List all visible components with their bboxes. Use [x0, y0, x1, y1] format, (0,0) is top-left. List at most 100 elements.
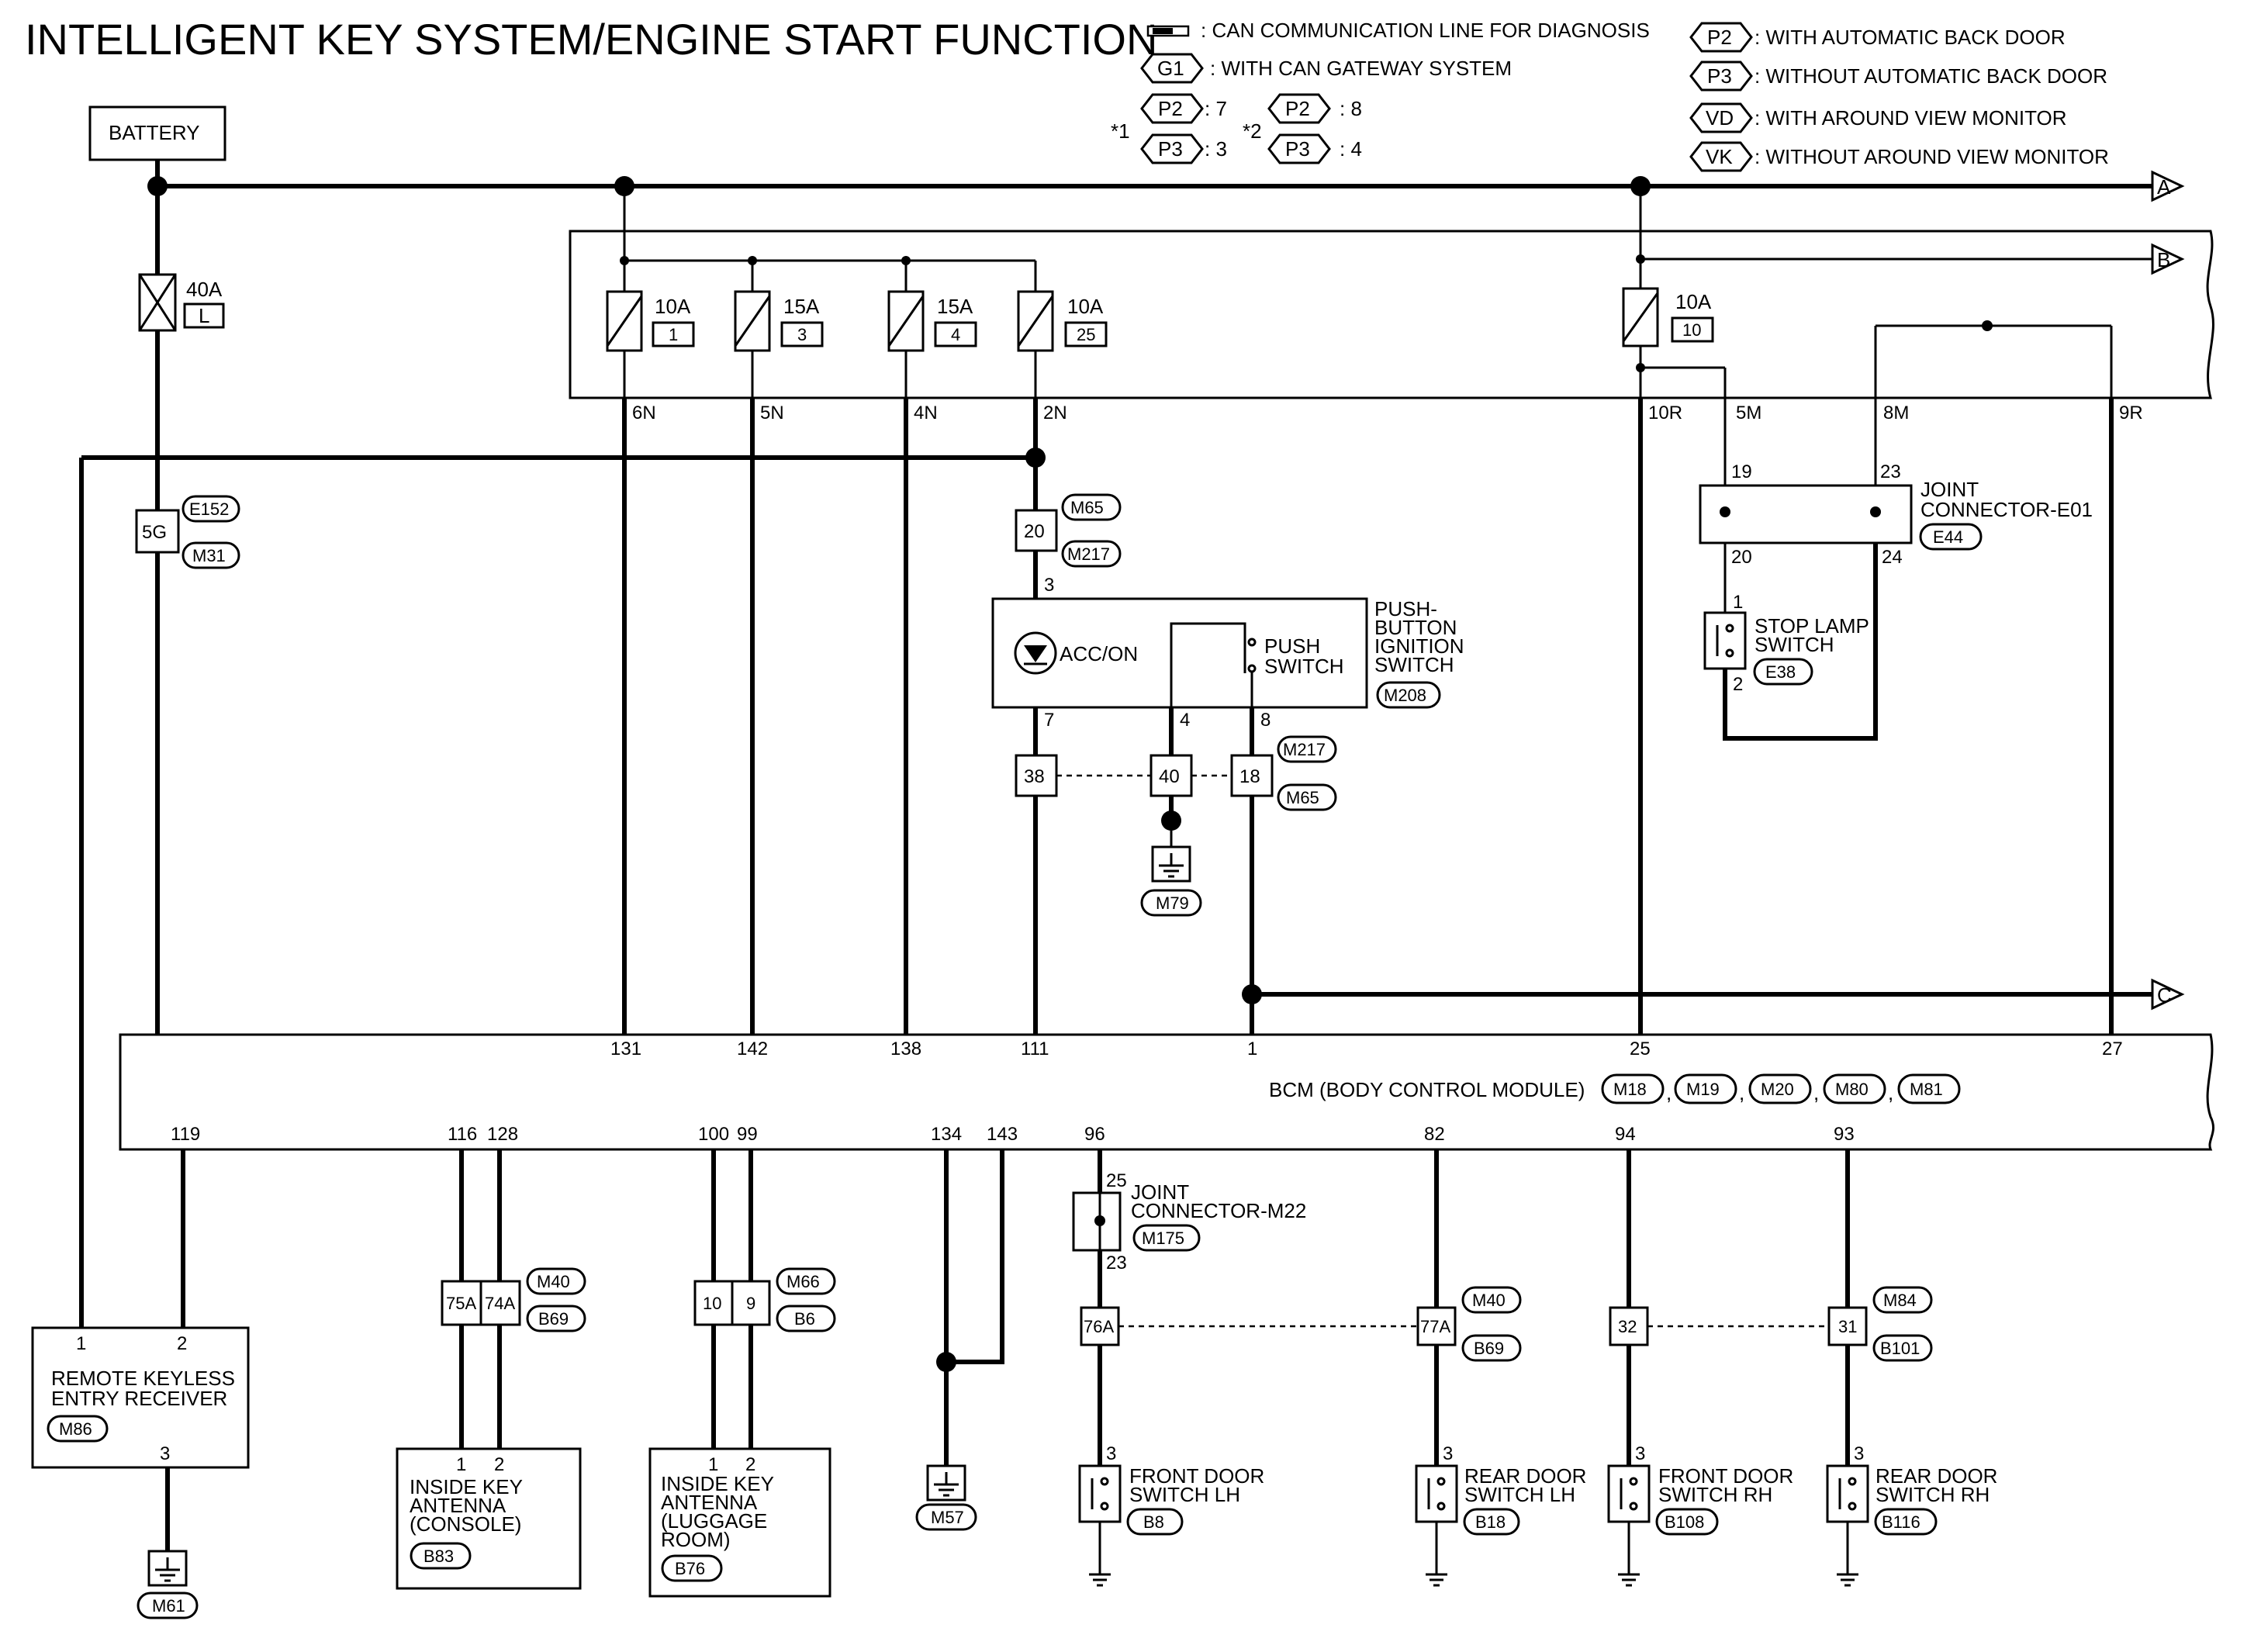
connector-m86-tag	[47, 1415, 109, 1443]
svg-text:: 7: : 7	[1205, 97, 1227, 120]
svg-text:M65: M65	[1070, 498, 1104, 517]
svg-text:3: 3	[1044, 575, 1054, 596]
svg-text:94: 94	[1615, 1124, 1636, 1145]
arrow-b	[2151, 243, 2185, 275]
connector-5g	[135, 509, 180, 554]
svg-text:M57: M57	[931, 1508, 964, 1527]
svg-text:REMOTE KEYLESS: REMOTE KEYLESS	[51, 1367, 235, 1390]
connector-74a	[479, 1280, 521, 1326]
svg-text:24: 24	[1882, 547, 1903, 568]
legend-tag-vd	[1689, 102, 1753, 133]
svg-text:M66: M66	[787, 1272, 820, 1291]
svg-text:99: 99	[737, 1124, 758, 1145]
svg-text:SWITCH: SWITCH	[1264, 655, 1344, 678]
ground-m61-tag	[137, 1592, 199, 1619]
svg-text:REAR DOOR: REAR DOOR	[1876, 1464, 1997, 1488]
svg-text:3: 3	[1854, 1443, 1864, 1464]
svg-text:25: 25	[1630, 1039, 1651, 1059]
ground-m79-tag	[1140, 889, 1202, 917]
stop-lamp-switch	[1703, 611, 1747, 670]
svg-text:INSIDE KEY: INSIDE KEY	[410, 1475, 523, 1498]
svg-text:1: 1	[708, 1454, 718, 1475]
svg-text:ROOM): ROOM)	[661, 1528, 731, 1551]
svg-text:1: 1	[76, 1333, 86, 1354]
svg-text:2: 2	[745, 1454, 755, 1475]
svg-text:1: 1	[1733, 592, 1743, 613]
connector-m31-tag	[182, 541, 240, 569]
connector-b8-tag	[1126, 1508, 1184, 1536]
legend-tag-g1	[1140, 53, 1204, 84]
svg-text:PUSH: PUSH	[1264, 634, 1320, 658]
connector-9	[731, 1280, 771, 1326]
connector-b83-tag	[410, 1542, 472, 1570]
svg-text:INSIDE KEY: INSIDE KEY	[661, 1472, 774, 1495]
svg-text:M80: M80	[1835, 1080, 1869, 1099]
svg-text:119: 119	[171, 1124, 200, 1145]
svg-text:40: 40	[1159, 766, 1180, 787]
connector-b108-tag	[1655, 1508, 1719, 1536]
connector-b116-tag	[1874, 1508, 1938, 1536]
legend-star1-mark: *1	[1111, 119, 1130, 143]
svg-text:18: 18	[1239, 766, 1260, 787]
rear-door-switch-lh: 3 REAR DOOR SWITCH LH B18	[1415, 1443, 1586, 1587]
svg-text:20: 20	[1731, 547, 1752, 568]
diagram-title: INTELLIGENT KEY SYSTEM/ENGINE START FUNC…	[25, 15, 1157, 64]
svg-text:E38: E38	[1765, 662, 1796, 682]
svg-text:5N: 5N	[760, 403, 784, 423]
svg-text:,: ,	[1666, 1081, 1672, 1104]
legend-star1-p3	[1140, 133, 1204, 164]
bcm-conn-m18	[1601, 1073, 1665, 1104]
svg-text:G1: G1	[1157, 57, 1184, 80]
svg-text:E44: E44	[1933, 527, 1963, 547]
ground-m57-tag	[915, 1503, 977, 1531]
svg-text:B18: B18	[1475, 1512, 1506, 1532]
svg-text:REAR DOOR: REAR DOOR	[1464, 1464, 1586, 1488]
svg-text:(LUGGAGE: (LUGGAGE	[661, 1509, 767, 1533]
svg-text:10A: 10A	[1067, 295, 1104, 318]
svg-text:: WITHOUT AUTOMATIC BACK DOOR: : WITHOUT AUTOMATIC BACK DOOR	[1755, 64, 2107, 88]
svg-text:138: 138	[890, 1039, 921, 1059]
svg-text:20: 20	[1024, 521, 1045, 542]
svg-text:P2: P2	[1707, 26, 1732, 49]
svg-text:25: 25	[1106, 1170, 1127, 1191]
bcm-conn-m80	[1823, 1073, 1886, 1104]
svg-text:STOP LAMP: STOP LAMP	[1755, 614, 1869, 638]
svg-text:96: 96	[1084, 1124, 1105, 1145]
front-door-switch-lh: 3 FRONT DOOR SWITCH LH B8	[1078, 1443, 1264, 1587]
svg-text:B108: B108	[1665, 1512, 1704, 1532]
connector-m217-tag-2	[1277, 735, 1337, 763]
svg-text:SWITCH RH: SWITCH RH	[1876, 1483, 1990, 1506]
svg-text:10R: 10R	[1648, 403, 1682, 423]
svg-text:M84: M84	[1883, 1291, 1917, 1310]
svg-text:142: 142	[737, 1039, 768, 1059]
svg-text:10A: 10A	[1675, 290, 1712, 313]
svg-text:A: A	[2157, 175, 2171, 199]
svg-text:BUTTON: BUTTON	[1374, 616, 1457, 639]
svg-text:134: 134	[931, 1124, 962, 1145]
svg-text:75A: 75A	[446, 1294, 476, 1313]
svg-text:3: 3	[1106, 1443, 1116, 1464]
svg-text:38: 38	[1024, 766, 1045, 787]
connector-m208-tag	[1376, 681, 1441, 709]
svg-text:1: 1	[456, 1454, 466, 1475]
svg-text:M217: M217	[1067, 544, 1110, 564]
svg-text:32: 32	[1618, 1317, 1637, 1336]
svg-text:5G: 5G	[142, 522, 167, 543]
svg-text:: 8: : 8	[1340, 97, 1362, 120]
svg-text:M18: M18	[1613, 1080, 1647, 1099]
svg-text:P3: P3	[1707, 64, 1732, 88]
svg-text:1: 1	[1247, 1039, 1257, 1059]
connector-m66-tag	[776, 1267, 836, 1295]
svg-text:19: 19	[1731, 461, 1752, 482]
svg-text:2: 2	[1733, 674, 1743, 695]
svg-text:: WITH CAN GATEWAY SYSTEM: : WITH CAN GATEWAY SYSTEM	[1210, 57, 1512, 80]
svg-text:9R: 9R	[2119, 403, 2143, 423]
svg-text:3: 3	[1443, 1443, 1453, 1464]
svg-text:93: 93	[1834, 1124, 1855, 1145]
svg-text:M208: M208	[1384, 686, 1426, 705]
connector-m40-tag	[526, 1267, 586, 1295]
svg-text:2N: 2N	[1043, 403, 1067, 423]
connector-e44-tag	[1919, 523, 1983, 551]
svg-text:B83: B83	[424, 1547, 454, 1566]
svg-text:M61: M61	[152, 1596, 185, 1616]
